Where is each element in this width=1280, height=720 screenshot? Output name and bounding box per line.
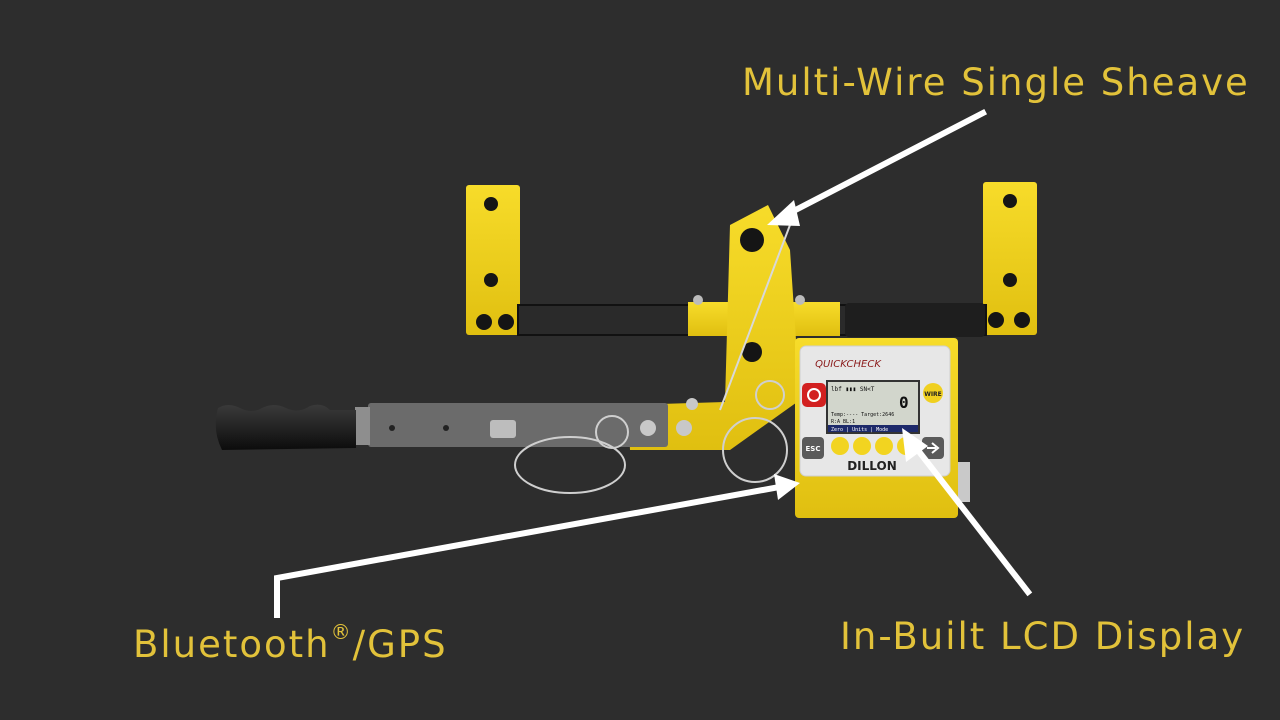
maker-logo: DILLON xyxy=(847,459,897,473)
softkey-3[interactable] xyxy=(875,437,893,455)
registered-mark: ® xyxy=(330,620,353,644)
handle-bar xyxy=(368,403,668,447)
lcd-reading: 0 xyxy=(899,393,909,412)
arrowhead-lcd xyxy=(902,428,928,462)
right-bracket xyxy=(983,182,1037,335)
arrow-sheave xyxy=(777,108,988,222)
callout-gps-text: /GPS xyxy=(352,623,448,666)
softkey-1[interactable] xyxy=(831,437,849,455)
meter-unit: QUICKCHECK WIRE lbf ▮▮▮ SN<T 0 Temp:----… xyxy=(795,338,970,518)
callout-bluetooth-gps: Bluetooth®/GPS xyxy=(133,622,448,666)
lcd-softkeys: Zero | Units | Mode xyxy=(831,427,888,433)
esc-button[interactable] xyxy=(802,437,824,459)
callout-bluetooth-text: Bluetooth xyxy=(133,623,331,666)
power-button[interactable] xyxy=(802,383,826,407)
esc-button-label: ESC xyxy=(806,445,821,453)
lcd-header: lbf ▮▮▮ SN<T xyxy=(831,386,875,393)
arrow-bluetooth xyxy=(274,482,789,618)
arrowhead-bluetooth xyxy=(774,474,800,500)
arrow-right-icon xyxy=(927,442,940,454)
callout-arrows xyxy=(274,108,1033,618)
brand-logo: QUICKCHECK xyxy=(815,359,882,370)
wire-button-label: WIRE xyxy=(924,391,942,398)
softkey-2[interactable] xyxy=(853,437,871,455)
arrow-lcd xyxy=(905,435,1033,597)
arrowhead-sheave xyxy=(767,200,800,226)
callout-lcd-display: In-Built LCD Display xyxy=(840,615,1246,658)
wire-button[interactable] xyxy=(923,383,943,403)
lcd-line-2: R:A BL:1 xyxy=(831,419,855,425)
grip xyxy=(215,404,356,450)
lcd-line-1: Temp:---- Target:2646 xyxy=(831,412,894,418)
lcd-screen xyxy=(826,380,920,434)
callout-sheave: Multi-Wire Single Sheave xyxy=(742,61,1250,104)
left-bracket xyxy=(466,185,520,335)
sheave-wheel xyxy=(740,228,764,252)
